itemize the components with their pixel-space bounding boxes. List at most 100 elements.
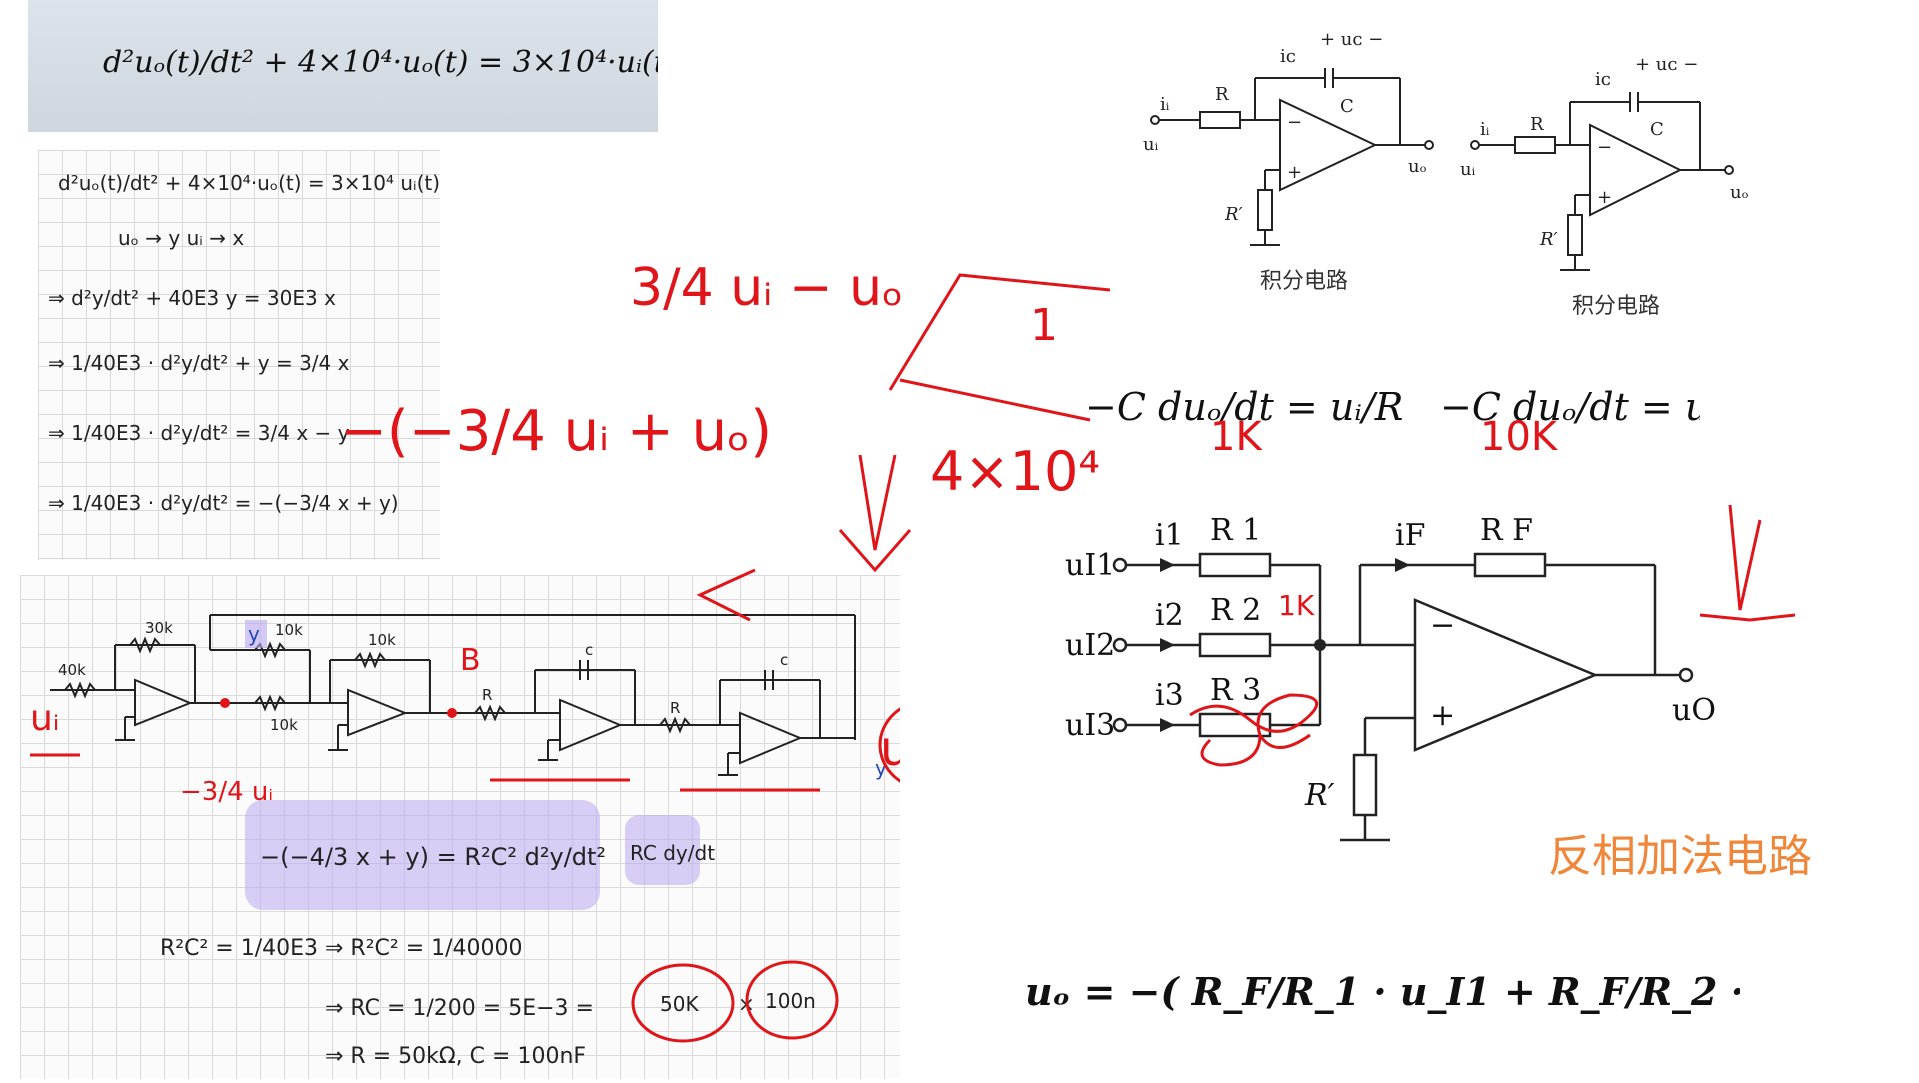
circle-100n: [745, 960, 839, 1040]
label-R-a: R: [482, 686, 492, 704]
summing-i1: i1: [1155, 518, 1184, 553]
derivation-notes: d²uₒ(t)/dt² + 4×10⁴·uₒ(t) = 3×10⁴ uᵢ(t) …: [38, 150, 440, 560]
node-y-highlight: [245, 620, 267, 648]
notes-line-2: uₒ → y uᵢ → x: [118, 226, 244, 250]
integrator-formula-2: −C duₒ/dt = uᵢ/R: [1440, 385, 1700, 429]
integrator-formulas: −C duₒ/dt = uᵢ/R −C duₒ/dt = uᵢ/R 1K 10K: [1085, 385, 1700, 460]
label-10k-c: 10k: [368, 631, 396, 649]
int1-ii: iᵢ: [1160, 94, 1170, 115]
derivation-notes-svg: d²uₒ(t)/dt² + 4×10⁴·uₒ(t) = 3×10⁴ uᵢ(t) …: [48, 171, 440, 515]
int2-c: C: [1650, 119, 1664, 140]
opamp-4: [739, 711, 803, 765]
integrator-formula-1: −C duₒ/dt = uᵢ/R: [1085, 385, 1403, 429]
red-annotations: 3/4 uᵢ − uₒ −(−3/4 uᵢ + uₒ) 1 4×10⁴: [340, 258, 1111, 573]
red-one: 1: [1030, 300, 1058, 351]
rc-highlight: [625, 815, 700, 885]
integrator-1-input-node: [1150, 115, 1160, 125]
calc-100n: 100n: [765, 989, 816, 1013]
equation-photo: d²uₒ(t)/dt² + 4×10⁴·uₒ(t) = 3×10⁴·uᵢ(t): [28, 0, 677, 132]
summing-uI3: uI3: [1065, 708, 1115, 743]
summing-R1-label: R 1: [1210, 513, 1261, 548]
red-one-k: 1K: [1210, 414, 1263, 460]
summing-i2: i2: [1155, 598, 1184, 633]
label-40k: 40k: [58, 661, 86, 679]
int2-rp: R′: [1539, 229, 1558, 250]
summing-plus: +: [1430, 698, 1455, 733]
summing-output-node: [1678, 667, 1694, 683]
summing-uI2: uI2: [1065, 628, 1115, 663]
red-four-e4: 4×10⁴: [930, 440, 1100, 503]
red-scribble-r3: [1189, 693, 1319, 767]
node-dot-2: [447, 708, 457, 718]
label-c-a: c: [585, 641, 593, 659]
circle-50k: [631, 963, 735, 1043]
int1-plus: +: [1287, 162, 1302, 183]
node-y-top: y: [248, 622, 260, 646]
red-paren-expr: −(−3/4 uᵢ + uₒ): [340, 399, 772, 464]
resistor-30k: [129, 636, 161, 654]
resistor-10k-c: [354, 651, 386, 669]
analog-circuit-notes: 40k 30k 10k 10k 10k R R c c y y uᵢ B uₒ …: [20, 575, 982, 1079]
int1-ui: uᵢ: [1143, 134, 1159, 155]
summing-R2: [1198, 632, 1272, 658]
red-arrow-right: [1699, 504, 1796, 622]
int1-ic: iᴄ: [1280, 46, 1296, 67]
red-ten-k: 10K: [1480, 414, 1559, 460]
red-down-arrow: [838, 454, 912, 573]
label-30k: 30k: [145, 619, 173, 637]
int2-plus: +: [1597, 187, 1612, 208]
summing-uO: uO: [1672, 693, 1716, 728]
int2-r: R: [1530, 114, 1544, 135]
summing-node: [1314, 639, 1326, 651]
int2-ic: iᴄ: [1595, 69, 1611, 90]
highlight-box: [245, 800, 600, 910]
uo-mark: uₒ: [880, 721, 900, 777]
int2-uc: + uᴄ −: [1635, 54, 1698, 75]
summing-i3: i3: [1155, 678, 1184, 713]
highlight-equation: −(−4/3 x + y) = R²C² d²y/dt²: [260, 843, 606, 871]
int1-uo: uₒ: [1408, 156, 1427, 177]
summing-formula-panel: uₒ = −( R_F/R_1 · u_I1 + R_F/R_2 · u_I2 …: [1025, 969, 1740, 1014]
notes-line-3: ⇒ d²y/dt² + 40E3 y = 30E3 x: [48, 286, 336, 310]
int2-ii: iᵢ: [1480, 119, 1490, 140]
int2-ui: uᵢ: [1460, 159, 1476, 180]
calc-line-3: ⇒ R = 50kΩ, C = 100nF: [325, 1044, 586, 1069]
notes-line-1: d²uₒ(t)/dt² + 4×10⁴·uₒ(t) = 3×10⁴ uᵢ(t): [58, 171, 440, 195]
resistor-40k: [64, 681, 96, 699]
int2-minus: −: [1597, 137, 1612, 158]
summing-iF: iF: [1395, 518, 1425, 553]
analog-circuit-svg: 40k 30k 10k 10k 10k R R c c y y uᵢ B uₒ …: [30, 614, 982, 1069]
summing-opamp: [1413, 598, 1599, 752]
notes-line-6: ⇒ 1/40E3 · d²y/dt² = −(−3/4 x + y): [48, 491, 399, 515]
calc-line-1: R²C² = 1/40E3 ⇒ R²C² = 1/40000: [160, 936, 523, 961]
red-fraction-bar: [888, 273, 1111, 391]
integrator-1-opamp: [1279, 98, 1378, 192]
rc-dydt: RC dy/dt: [630, 841, 715, 865]
label-10k-b: 10k: [270, 716, 298, 734]
int1-rp: R′: [1224, 204, 1243, 225]
summing-rprime: [1352, 753, 1378, 817]
integrator-2-opamp: [1589, 123, 1683, 217]
int1-minus: −: [1287, 112, 1302, 133]
node-dot-1: [220, 698, 230, 708]
summing-RF-label: R F: [1480, 513, 1533, 548]
integrator-circuits: iᴄ + uᴄ − iᵢ uᵢ R C − + R′ uₒ uᵢ iᵢ R iᴄ…: [1143, 30, 1749, 319]
red-left-arrow: [696, 568, 756, 622]
notes-line-4: ⇒ 1/40E3 · d²y/dt² + y = 3/4 x: [48, 351, 350, 375]
label-R-b: R: [670, 699, 680, 717]
equation-photo-svg: d²uₒ(t)/dt² + 4×10⁴·uₒ(t) = 3×10⁴·uᵢ(t): [103, 45, 677, 80]
red-top-expr: 3/4 uᵢ − uₒ: [630, 258, 904, 318]
ui-mark: uᵢ: [30, 698, 59, 739]
int1-c: C: [1340, 96, 1354, 117]
int2-uo: uₒ: [1730, 182, 1749, 203]
resistor-10k-b: [254, 694, 286, 712]
resistor-R-a: [474, 704, 506, 722]
summing-R1: [1198, 552, 1272, 578]
int2-caption: 积分电路: [1572, 294, 1660, 319]
summing-R2-label: R 2: [1210, 593, 1261, 628]
summing-title: 反相加法电路: [1548, 831, 1812, 882]
integrator-1-resistor: [1199, 111, 1241, 129]
resistor-R-b: [659, 716, 691, 734]
calc-50k: 50K: [660, 992, 699, 1016]
calc-line-2: ⇒ RC = 1/200 = 5E−3 =: [325, 996, 594, 1021]
